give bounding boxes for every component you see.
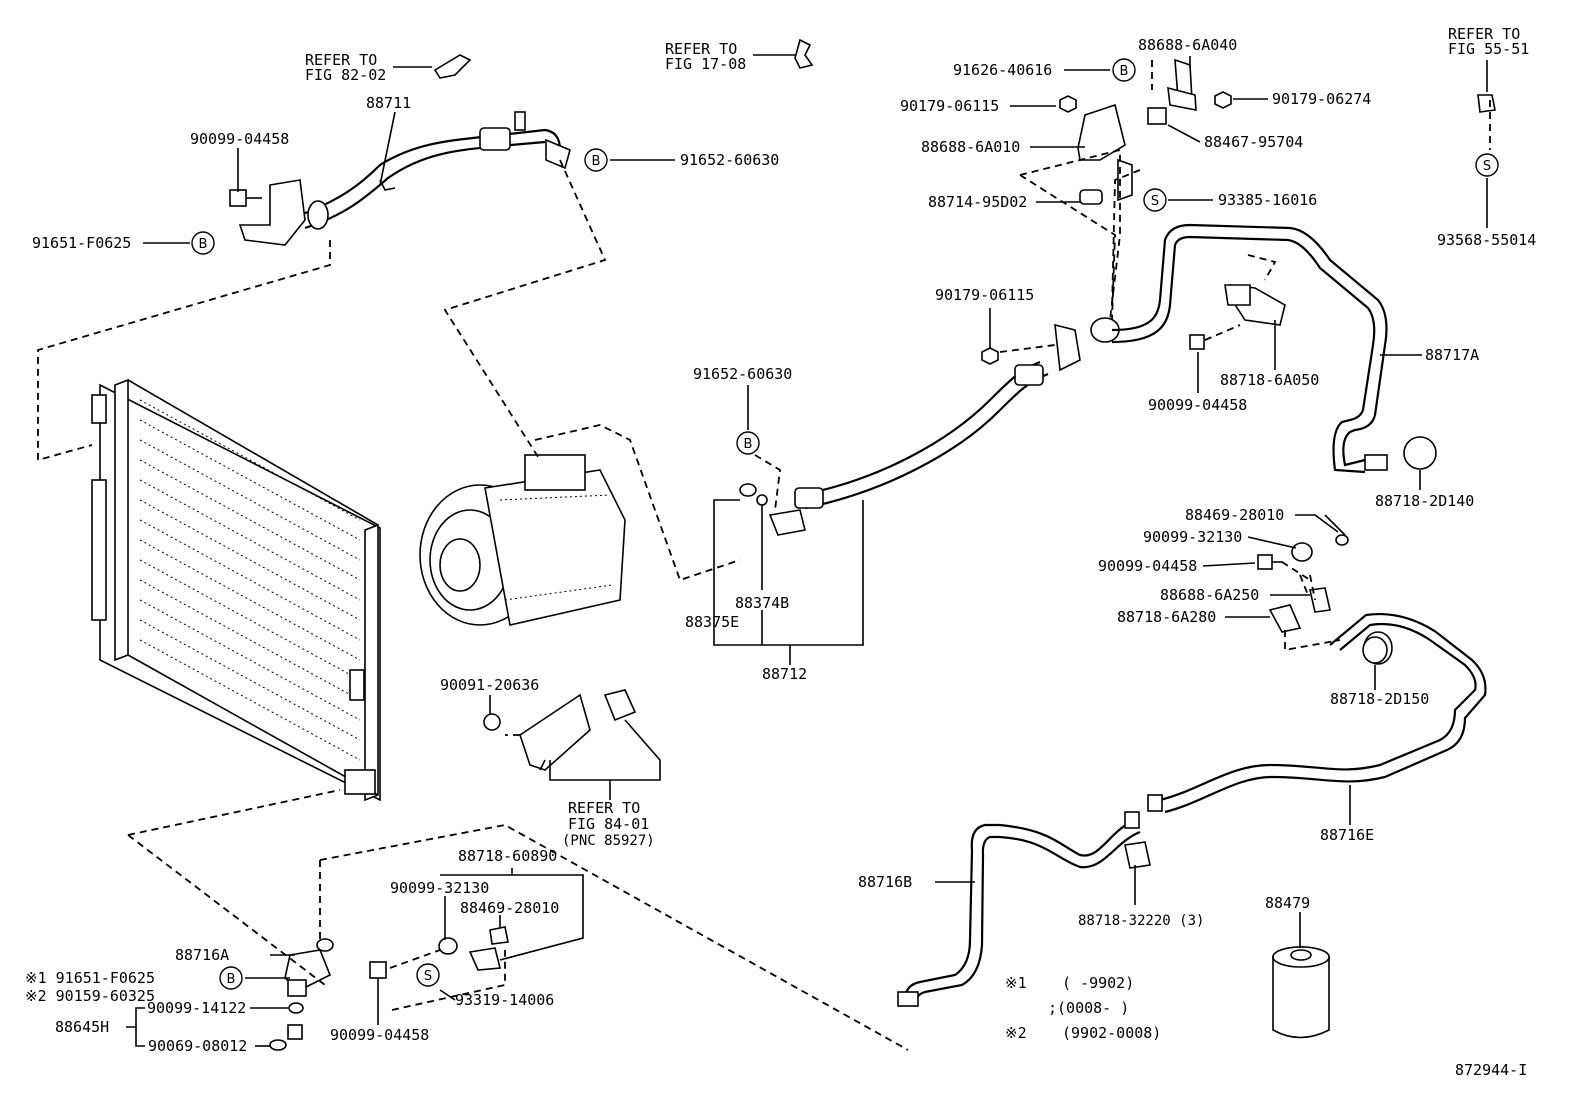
badge-label: S bbox=[424, 969, 432, 984]
badge-b-4: B bbox=[736, 431, 760, 455]
badge-label: B bbox=[1120, 64, 1129, 79]
badge-label: B bbox=[199, 237, 208, 252]
part-label: 90179-06115 bbox=[900, 97, 999, 115]
part-label: 90069-08012 bbox=[148, 1037, 247, 1055]
part-label: 88645H bbox=[55, 1018, 109, 1036]
part-label: 91652-60630 bbox=[680, 151, 779, 169]
part-label: 93385-16016 bbox=[1218, 191, 1317, 209]
ref-fig-55-51-line2: FIG 55-51 bbox=[1448, 40, 1529, 58]
note-1-mark: ※1 bbox=[1005, 974, 1027, 992]
ref-fig-82-02-line1: REFER TO bbox=[305, 51, 377, 69]
part-label: ※2 90159-60325 bbox=[25, 987, 155, 1005]
part-label: 90099-04458 bbox=[1098, 557, 1197, 575]
part-label: 90179-06115 bbox=[935, 286, 1034, 304]
part-label: 90099-04458 bbox=[1148, 396, 1247, 414]
badge-s-3: S bbox=[416, 963, 440, 987]
pipe-88712 bbox=[768, 317, 1120, 536]
badge-label: S bbox=[1483, 159, 1491, 174]
badges: B B B S S B B S bbox=[191, 58, 1499, 990]
note-2-line: (9902-0008) bbox=[1062, 1024, 1161, 1042]
part-label: 91652-60630 bbox=[693, 365, 792, 383]
badge-b-3: B bbox=[1112, 58, 1136, 82]
part-label: 88717A bbox=[1425, 346, 1479, 364]
part-label: 88469-28010 bbox=[1185, 506, 1284, 524]
pipe-88717A bbox=[1111, 223, 1388, 474]
diagram-id: 872944-I bbox=[1455, 1061, 1527, 1079]
part-label: 90091-20636 bbox=[440, 676, 539, 694]
part-label: 88718-32220 (3) bbox=[1078, 913, 1204, 929]
part-label: 90099-32130 bbox=[390, 879, 489, 897]
ref-fig-84-01-line1: REFER TO bbox=[568, 799, 640, 817]
part-label: 88688-6A040 bbox=[1138, 36, 1237, 54]
part-label: 93319-14006 bbox=[455, 991, 554, 1009]
labels: REFER TO FIG 82-02 REFER TO FIG 17-08 RE… bbox=[25, 25, 1536, 1079]
part-label: 90099-32130 bbox=[1143, 528, 1242, 546]
part-label: 88467-95704 bbox=[1204, 133, 1303, 151]
part-label: 88716A bbox=[175, 946, 229, 964]
part-label: 88718-6A050 bbox=[1220, 371, 1319, 389]
part-label: 88716E bbox=[1320, 826, 1374, 844]
ref-fig-82-02-line2: FIG 82-02 bbox=[305, 66, 386, 84]
part-label: 88716B bbox=[858, 873, 912, 891]
note-1-line1: ( -9902) bbox=[1062, 974, 1134, 992]
pipe-88711 bbox=[238, 111, 571, 246]
part-label: 88718-2D140 bbox=[1375, 492, 1474, 510]
condenser-illustration bbox=[91, 378, 381, 802]
part-label: 88718-6A280 bbox=[1117, 608, 1216, 626]
badge-b-5: B bbox=[219, 966, 243, 990]
part-label: 88479 bbox=[1265, 894, 1310, 912]
badge-b-1: B bbox=[191, 231, 215, 255]
pipe-88716B bbox=[897, 794, 1163, 1007]
receiver-dryer-88479 bbox=[1272, 946, 1330, 1039]
bolt-icon bbox=[229, 189, 262, 207]
part-label: 90179-06274 bbox=[1272, 90, 1371, 108]
part-label: 88688-6A250 bbox=[1160, 586, 1259, 604]
part-label: 88718-60890 bbox=[458, 847, 557, 865]
part-label: 91626-40616 bbox=[953, 61, 1052, 79]
badge-s-1: S bbox=[1143, 188, 1167, 212]
part-label: 88375E bbox=[685, 613, 739, 631]
ref-fig-55-51-line1: REFER TO bbox=[1448, 25, 1520, 43]
ref-fig-84-01-line2: FIG 84-01 bbox=[568, 815, 649, 833]
part-label: 90099-04458 bbox=[330, 1026, 429, 1044]
badge-label: S bbox=[1151, 194, 1159, 209]
ref-fig-17-08-line1: REFER TO bbox=[665, 40, 737, 58]
ref-fig-17-08-line2: FIG 17-08 bbox=[665, 55, 746, 73]
part-label: 88374B bbox=[735, 594, 789, 612]
part-label: 88688-6A010 bbox=[921, 138, 1020, 156]
part-label: 93568-55014 bbox=[1437, 231, 1536, 249]
ref-fig-84-01-line3: (PNC 85927) bbox=[562, 833, 655, 849]
part-label: 90099-14122 bbox=[147, 999, 246, 1017]
badge-label: B bbox=[744, 437, 753, 452]
small-parts bbox=[269, 38, 1496, 1051]
part-label: 88711 bbox=[366, 94, 411, 112]
note-2-mark: ※2 bbox=[1005, 1024, 1027, 1042]
badge-s-2: S bbox=[1475, 153, 1499, 177]
badge-label: B bbox=[592, 154, 601, 169]
part-label: 88712 bbox=[762, 665, 807, 683]
note-1-line2: ;(0008- ) bbox=[1048, 999, 1129, 1017]
pipe-88716E bbox=[1159, 613, 1487, 814]
leader-lines bbox=[126, 54, 1488, 1047]
part-label: 91651-F0625 bbox=[32, 234, 131, 252]
part-label: 88718-2D150 bbox=[1330, 690, 1429, 708]
part-label: 88469-28010 bbox=[460, 899, 559, 917]
badge-b-2: B bbox=[584, 148, 608, 172]
part-label: 88714-95D02 bbox=[928, 193, 1027, 211]
badge-label: B bbox=[227, 972, 236, 987]
part-label: ※1 91651-F0625 bbox=[25, 969, 155, 987]
part-label: 90099-04458 bbox=[190, 130, 289, 148]
dashed-connectors bbox=[37, 60, 1491, 1051]
compressor-illustration bbox=[419, 454, 626, 626]
